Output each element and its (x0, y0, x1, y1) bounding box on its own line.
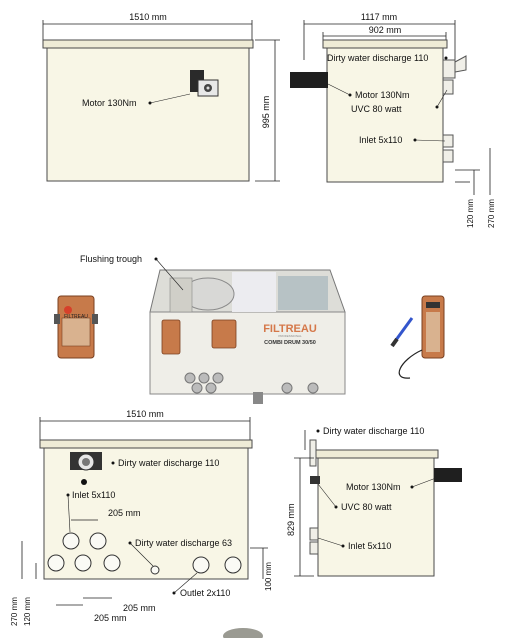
control-panel (161, 319, 181, 355)
model-name: COMBI DRUM 30/50 (264, 340, 316, 346)
leader-line (67, 494, 71, 533)
inlet-pipe (309, 527, 319, 541)
dim-100-label: 100 mm (264, 562, 273, 591)
dirty-discharge-outlet (70, 452, 102, 485)
tank-body (46, 47, 250, 182)
dim-270-label: 270 mm (10, 597, 19, 626)
inlet-pipe (309, 541, 319, 555)
next-render-edge (223, 628, 263, 638)
rear-view-bottom-left: 1510 mm Dirty water discharge 110 Inlet … (10, 409, 273, 626)
dirty-discharge-label: Dirty water discharge 110 (327, 53, 428, 63)
leader-dot (444, 56, 448, 60)
leader-line (317, 483, 337, 508)
inlet-label: Inlet 5x110 (348, 541, 391, 551)
tank-front-wall (149, 311, 346, 395)
dirty-discharge-label: Dirty water discharge 110 (323, 426, 424, 436)
motor-label: Motor 130Nm (346, 482, 401, 492)
motor-block (434, 468, 462, 482)
inlet-pipe (442, 149, 454, 163)
dim-120-label: 120 mm (466, 199, 475, 228)
discharge-pipe (309, 439, 317, 467)
leader-line (411, 477, 437, 488)
outlet-port (224, 556, 242, 574)
leader-line (414, 139, 446, 142)
inlet-label: Inlet 5x110 (359, 135, 402, 145)
tank-lid (42, 39, 254, 49)
uvc-label: UVC 80 watt (351, 104, 402, 114)
side-view-bottom-right: Dirty water discharge 110 829 mm Motor 1… (286, 426, 462, 577)
height-dimension-label: 995 mm (261, 96, 271, 129)
tank-lid (322, 39, 448, 49)
tank-lid (313, 449, 439, 459)
width-dimension-label: 1510 mm (129, 12, 167, 22)
motor-block (290, 72, 328, 88)
uvc-controller-icon (390, 295, 445, 379)
tank-body (326, 47, 444, 183)
uvc-label: UVC 80 watt (341, 502, 392, 512)
width-dimension-label: 1510 mm (126, 409, 164, 419)
dirty-discharge-63-port (150, 565, 160, 575)
outlet-label: Outlet 2x110 (180, 588, 230, 598)
inlet-label: Inlet 5x110 (72, 490, 115, 500)
leader-line (436, 89, 448, 108)
leader-line (149, 93, 191, 104)
inlet-ports (47, 532, 121, 572)
water-compartment (278, 276, 328, 310)
brand-logo: FILTREAU (263, 323, 317, 335)
leader-line (327, 83, 351, 96)
motor-housing (211, 319, 237, 349)
dirty-discharge-63-label: Dirty water discharge 63 (135, 538, 232, 548)
leader-dot (316, 429, 320, 433)
dim-205-bottom-right-label: 205 mm (123, 603, 156, 613)
dim-205-bottom-label: 205 mm (94, 613, 127, 623)
leader-line (173, 572, 198, 594)
uvc-pipe (442, 79, 454, 95)
brand-subtitle: PROFESSIONAL (278, 334, 302, 338)
product-render: FILTREAU FILTREAU PROFESSIONAL COMBI DRU… (54, 254, 445, 404)
motor-icon (190, 70, 219, 97)
tank-lid (39, 439, 253, 449)
discharge-outlet (454, 55, 467, 73)
uvc-mount (310, 476, 320, 484)
dirty-discharge-110-label: Dirty water discharge 110 (118, 458, 219, 468)
leader-dot (111, 461, 115, 465)
tank-body (317, 457, 435, 577)
discharge-pipe (442, 59, 456, 79)
side-view-top-right: 1117 mm 902 mm Dirty water discharge 110… (290, 12, 496, 228)
outer-width-label: 1117 mm (361, 12, 397, 22)
motor-label: Motor 130Nm (355, 90, 410, 100)
control-box-brand: FILTREAU (64, 314, 88, 320)
pipe-ports (184, 372, 319, 404)
dim-270-label: 270 mm (487, 199, 496, 228)
inner-width-label: 902 mm (369, 25, 402, 35)
leader-line (317, 537, 344, 547)
flushing-trough (169, 277, 193, 313)
leader-line (129, 542, 154, 567)
dim-205-top-label: 205 mm (108, 508, 141, 518)
dim-120-label: 120 mm (23, 597, 32, 626)
control-box-icon: FILTREAU (54, 295, 98, 359)
height-dimension-label: 829 mm (286, 503, 296, 536)
front-view-top-left: 1510 mm Motor 130Nm 995 mm (42, 12, 280, 182)
outlet-port (192, 556, 210, 574)
leader-line (155, 258, 184, 291)
motor-label: Motor 130Nm (82, 98, 137, 108)
flushing-trough-label: Flushing trough (80, 254, 142, 264)
media-compartment (232, 272, 276, 312)
